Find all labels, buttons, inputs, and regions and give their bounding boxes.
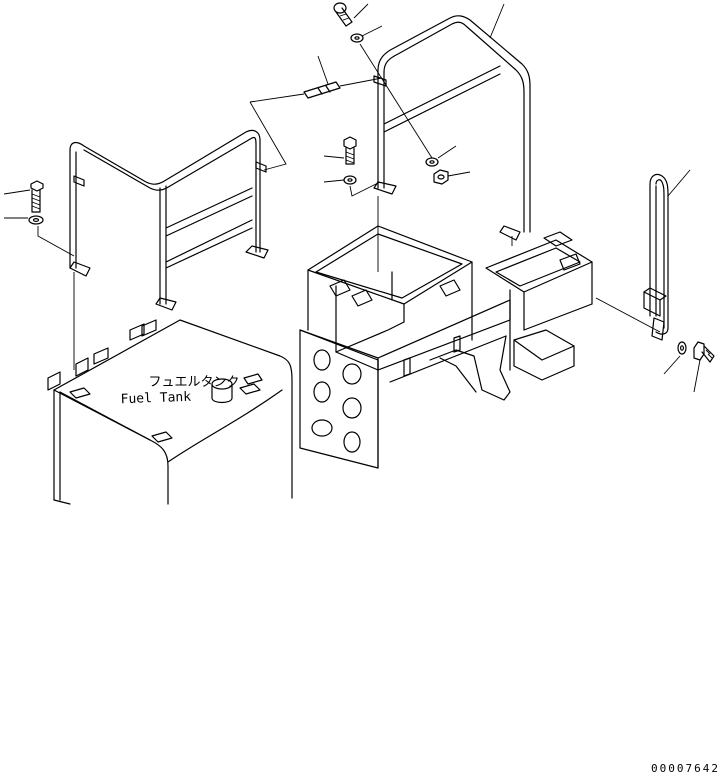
fuel-tank: フュエルタンク Fuel Tank <box>47 272 293 505</box>
top-washer <box>350 33 364 43</box>
right-handrail <box>373 15 531 241</box>
right-nut <box>433 169 449 185</box>
connecting-pin <box>303 81 341 99</box>
lower-washer <box>677 341 687 355</box>
drawing-number: 00007642 <box>651 762 720 775</box>
middle-washer <box>343 175 357 185</box>
tank-label-jp: フュエルタンク <box>148 375 239 390</box>
small-handrail <box>643 173 669 341</box>
left-washer <box>28 215 44 225</box>
middle-bolt <box>343 136 357 165</box>
top-bolt <box>333 2 353 27</box>
left-handrail <box>69 129 269 311</box>
right-washer <box>425 157 439 167</box>
left-bolt <box>30 180 44 213</box>
tank-label-en: Fuel Tank <box>120 390 191 407</box>
step-box-frame <box>299 196 593 469</box>
lower-bolt <box>693 341 715 363</box>
